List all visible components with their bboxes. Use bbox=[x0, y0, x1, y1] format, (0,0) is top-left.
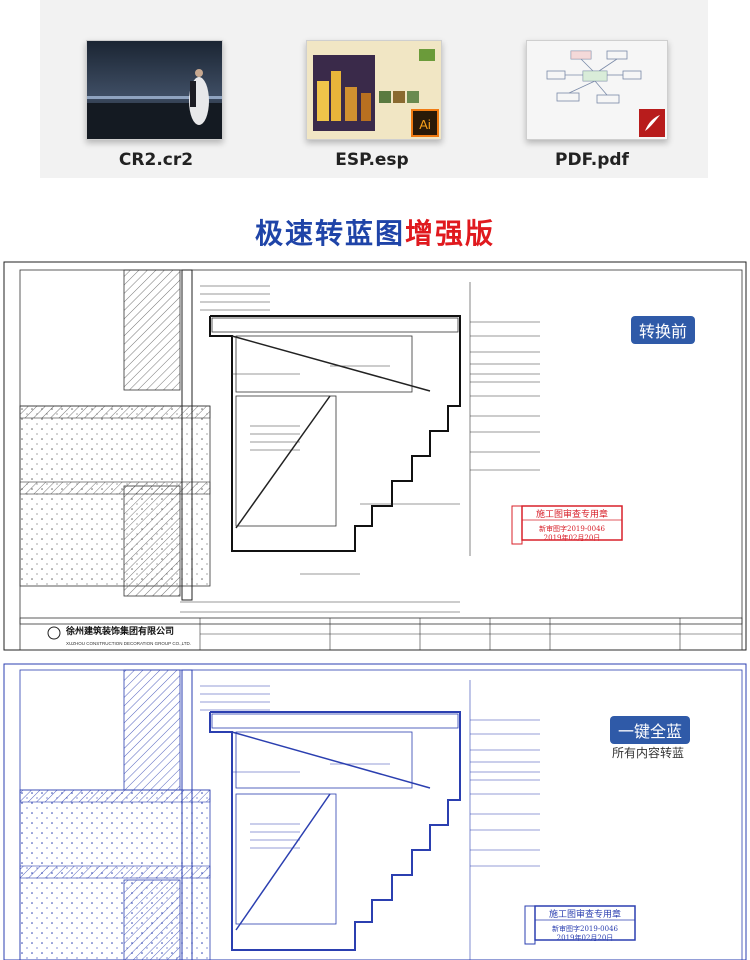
cad-drawing-blue: 施工图审查专用章 新审图字2019-0046 2019年02月20日 bbox=[0, 660, 750, 960]
stamp-title: 施工图审查专用章 bbox=[536, 508, 608, 520]
photo-thumbnail-icon bbox=[86, 40, 223, 140]
stamp-date-blue: 2019年02月20日 bbox=[557, 933, 614, 942]
ai-document-icon: Ai bbox=[306, 40, 442, 140]
stamp-code: 新审图字2019-0046 bbox=[539, 524, 606, 533]
cad-drawing-black: 施工图审查专用章 新审图字2019-0046 2019年02月20日 徐州建筑装… bbox=[0, 256, 750, 654]
pdf-document-icon bbox=[526, 40, 668, 140]
after-caption: 所有内容转蓝 bbox=[612, 746, 685, 760]
company-name: 徐州建筑装饰集团有限公司 bbox=[65, 625, 174, 636]
file-name-cr2: CR2.cr2 bbox=[118, 150, 194, 170]
stamp-date: 2019年02月20日 bbox=[544, 533, 601, 542]
stamp-code-blue: 新审图字2019-0046 bbox=[552, 924, 619, 933]
headline-blue-text: 极速转蓝图 bbox=[254, 217, 405, 250]
stamp-title-blue: 施工图审查专用章 bbox=[549, 908, 621, 920]
before-badge: 转换前 bbox=[631, 316, 696, 344]
drawing-after-panel: 施工图审查专用章 新审图字2019-0046 2019年02月20日 一键全蓝 … bbox=[0, 660, 750, 960]
review-stamp-red bbox=[511, 505, 623, 545]
headline-red-text: 增强版 bbox=[405, 217, 496, 250]
after-badge: 一键全蓝 bbox=[610, 716, 691, 744]
drawing-before-panel: 施工图审查专用章 新审图字2019-0046 2019年02月20日 徐州建筑装… bbox=[0, 256, 750, 654]
headline: 极速转蓝图增强版 bbox=[0, 212, 750, 252]
company-name-en: XUZHOU CONSTRUCTION DECORATION GROUP CO.… bbox=[66, 641, 191, 646]
review-stamp-blue bbox=[524, 905, 636, 945]
ai-badge: Ai bbox=[419, 117, 431, 132]
file-name-pdf: PDF.pdf bbox=[555, 150, 629, 170]
file-type-strip: CR2.cr2 Ai ESP.esp bbox=[40, 0, 708, 178]
file-name-esp: ESP.esp bbox=[335, 150, 409, 170]
